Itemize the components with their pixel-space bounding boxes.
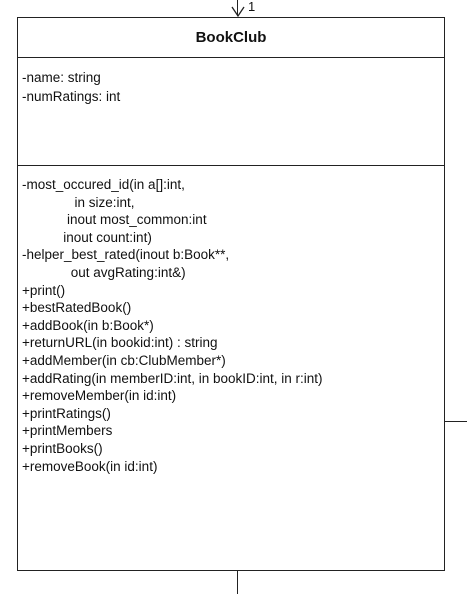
- operation: +printRatings(): [22, 405, 111, 421]
- operation: +addRating(in memberID:int, in bookID:in…: [22, 370, 323, 386]
- class-name: BookClub: [18, 18, 444, 58]
- operation: +printMembers: [22, 423, 113, 439]
- attribute: -numRatings: int: [22, 89, 121, 104]
- incoming-association-line: [237, 0, 238, 16]
- operation: +removeMember(in id:int): [22, 388, 177, 404]
- operation: +addMember(in cb:ClubMember*): [22, 352, 226, 368]
- operation: in size:int,: [22, 194, 135, 210]
- operation: out avgRating:int&): [22, 264, 186, 280]
- operation: -helper_best_rated(inout b:Book**,: [22, 247, 230, 263]
- operation: inout most_common:int: [22, 212, 207, 228]
- operation: inout count:int): [22, 229, 152, 245]
- multiplicity-label: 1: [248, 0, 256, 14]
- outgoing-association-line-right: [445, 421, 467, 422]
- outgoing-association-line-bottom: [237, 571, 238, 594]
- operation: +printBooks(): [22, 440, 103, 456]
- attribute: -name: string: [22, 70, 101, 85]
- operation: -most_occured_id(in a[]:int,: [22, 177, 185, 192]
- uml-class-box[interactable]: BookClub -name: string -numRatings: int …: [17, 17, 445, 571]
- operation: +addBook(in b:Book*): [22, 317, 154, 333]
- operation: +removeBook(in id:int): [22, 458, 158, 474]
- operation: +bestRatedBook(): [22, 300, 132, 316]
- operation: +returnURL(in bookid:int) : string: [22, 335, 218, 351]
- operations-compartment: -most_occured_id(in a[]:int, in size:int…: [18, 166, 444, 475]
- attributes-compartment: -name: string -numRatings: int: [18, 58, 444, 166]
- operation: +print(): [22, 282, 66, 298]
